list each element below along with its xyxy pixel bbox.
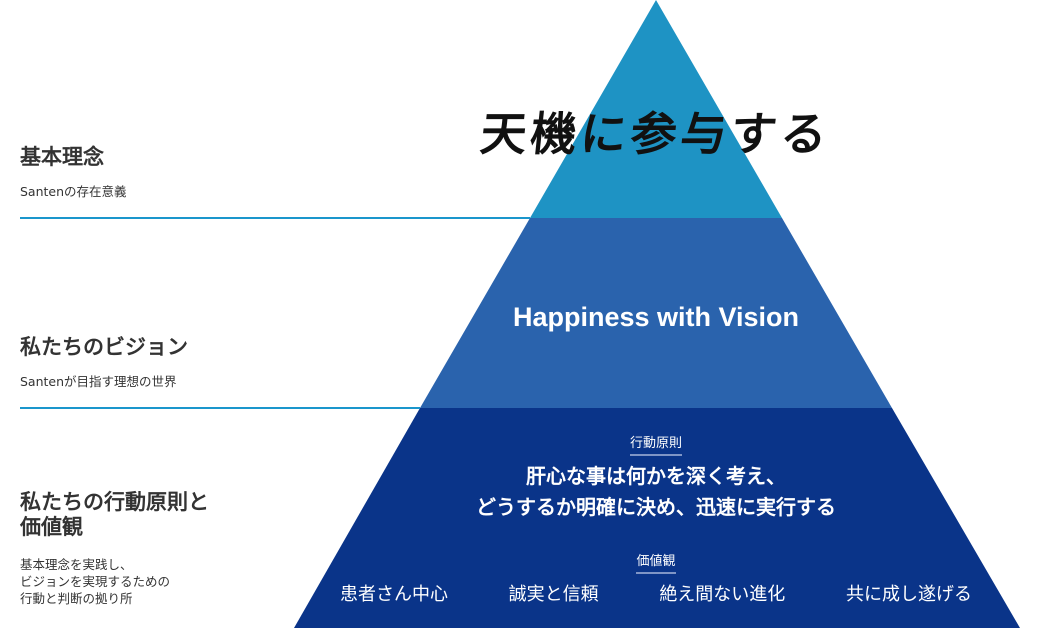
value-item: 患者さん中心 <box>340 584 448 605</box>
divider-line <box>20 217 530 219</box>
subtitle-line: 行動と判断の拠り所 <box>20 591 133 606</box>
section-title-philosophy: 基本理念 <box>20 145 104 169</box>
pyramid-tier-middle <box>420 218 892 408</box>
section-subtitle-philosophy: Santenの存在意義 <box>20 184 127 199</box>
subtitle-line: 基本理念を実践し、 <box>20 557 133 572</box>
subtitle-line: ビジョンを実現するための <box>20 574 171 589</box>
section-subtitle-vision: Santenが目指す理想の世界 <box>20 374 177 389</box>
pyramid-tier-bottom <box>294 408 1020 628</box>
value-item: 絶え間ない進化 <box>659 584 786 605</box>
title-line: 価値観 <box>20 515 83 539</box>
values-list: 患者さん中心 誠実と信頼 絶え間ない進化 共に成し遂げる <box>340 580 972 606</box>
principle-line: どうするか明確に決め、迅速に実行する <box>476 495 836 519</box>
section-title-values: 私たちの行動原則と 価値観 <box>20 490 209 540</box>
pyramid-tier-top <box>530 0 782 218</box>
value-item: 共に成し遂げる <box>845 584 972 605</box>
principle-line: 肝心な事は何かを深く考え、 <box>526 464 786 488</box>
principle-text: 肝心な事は何かを深く考え、 どうするか明確に決め、迅速に実行する <box>356 461 956 523</box>
value-item: 誠実と信頼 <box>508 584 599 605</box>
title-line: 私たちの行動原則と <box>20 490 209 514</box>
principle-label: 行動原則 <box>629 432 682 456</box>
section-title-vision: 私たちのビジョン <box>20 335 188 359</box>
values-label: 価値観 <box>636 550 676 574</box>
section-subtitle-values: 基本理念を実践し、 ビジョンを実現するための 行動と判断の拠り所 <box>20 556 170 607</box>
divider-line <box>20 407 420 409</box>
vision-text: Happiness with Vision <box>512 302 800 332</box>
philosophy-calligraphy: 天機に参与する <box>477 107 834 161</box>
